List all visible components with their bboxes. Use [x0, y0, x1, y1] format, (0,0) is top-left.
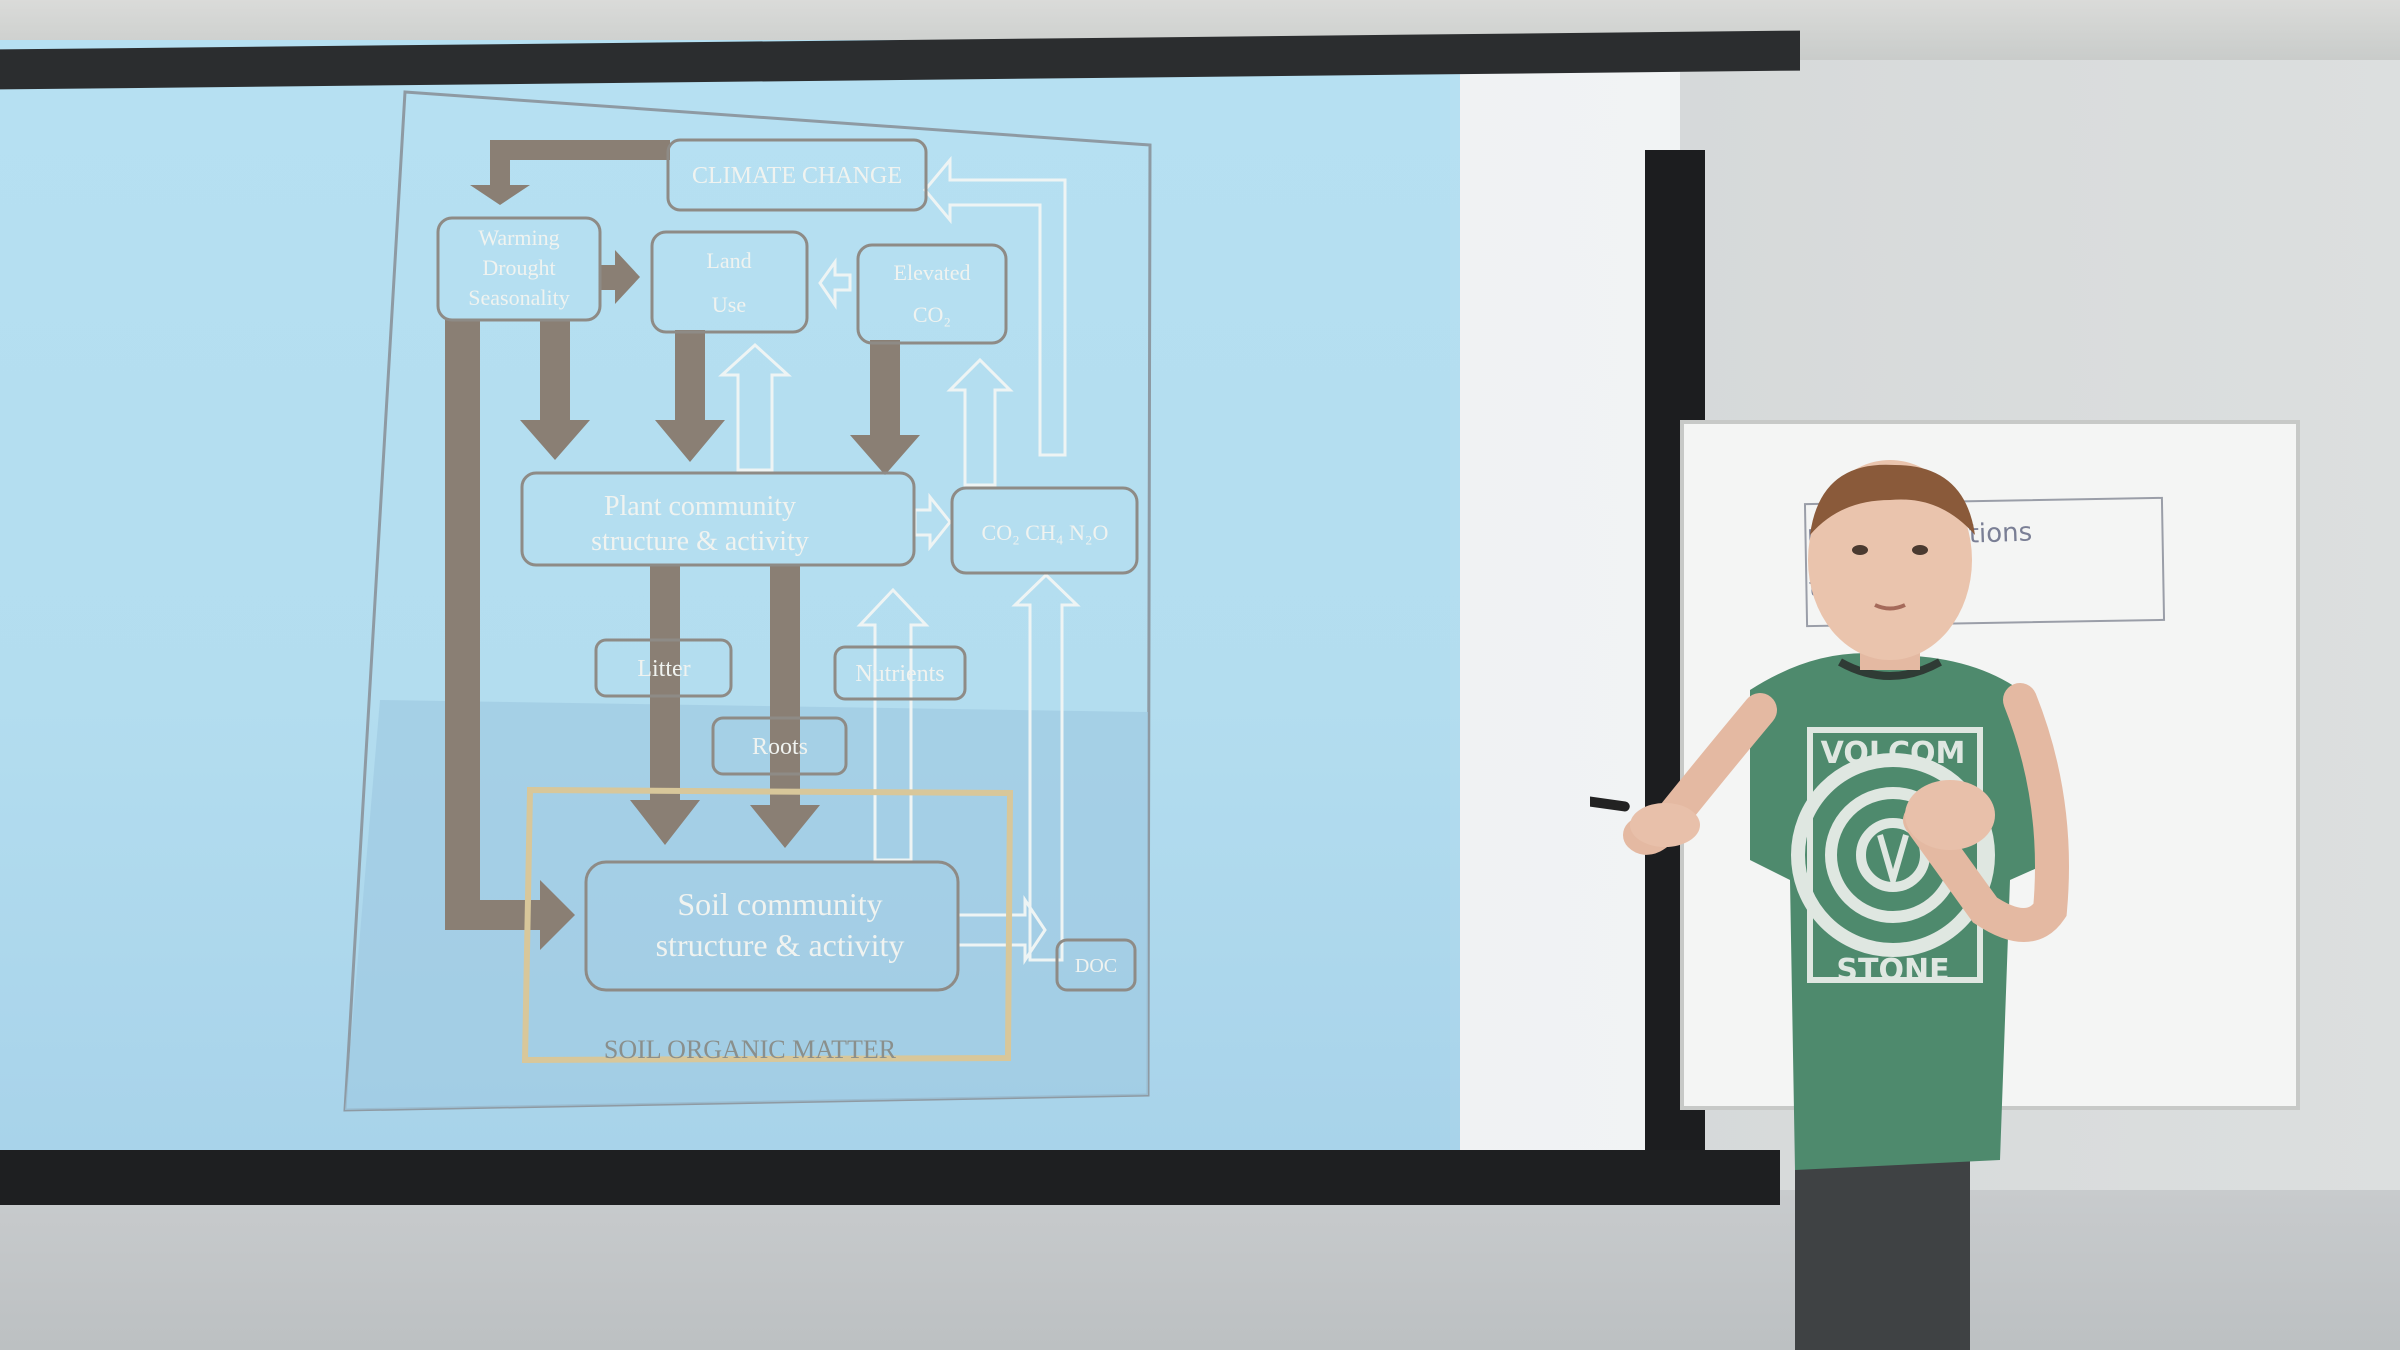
arrow-gas-to-climate — [923, 155, 1067, 457]
presenter-left-hand — [1630, 803, 1700, 847]
arrow-warming-to-landuse — [600, 250, 640, 304]
arrow-co2-to-plant — [850, 340, 920, 475]
label-drought: Drought — [482, 255, 555, 280]
label-doc: DOC — [1075, 955, 1117, 977]
box-roots — [711, 716, 848, 776]
box-soil-community — [584, 860, 960, 992]
label-co2: CO₂ — [913, 302, 951, 327]
soil-zone — [345, 700, 1148, 1110]
label-land: Land — [706, 248, 751, 273]
label-warming: Warming — [478, 225, 559, 250]
arrow-plant-to-gas — [913, 492, 952, 552]
arrow-warming-to-plant — [520, 320, 590, 460]
arrow-soil-to-doc — [956, 895, 1047, 965]
label-gases: CO₂ CH₄ N₂O — [982, 520, 1109, 545]
presenter-right-hand — [1905, 780, 1995, 850]
label-soil-structure: structure & activity — [656, 927, 905, 963]
label-plant-community: Plant community — [604, 491, 796, 522]
presentation-clicker-icon — [1590, 794, 1630, 812]
arrow-landuse-to-plant — [655, 330, 725, 462]
presenter-head — [1808, 460, 1972, 660]
lower-wall — [0, 1190, 2400, 1350]
label-climate-change: CLIMATE CHANGE — [692, 163, 902, 189]
box-warming — [436, 216, 602, 322]
arrow-soil-to-nutrients — [856, 587, 930, 862]
label-elevated: Elevated — [894, 260, 971, 285]
box-litter — [594, 638, 733, 698]
hollow-arrows — [718, 155, 1081, 965]
box-land-use — [650, 230, 809, 334]
label-structure-activity: structure & activity — [591, 526, 809, 557]
arrow-warming-to-soil — [445, 320, 575, 950]
label-soil-community: Soil community — [677, 886, 882, 922]
label-seasonality: Seasonality — [468, 285, 569, 310]
shirt-text-bottom: STONE — [1836, 953, 1949, 988]
presenter-right-arm — [1903, 683, 2069, 942]
arrow-plant-to-landuse — [718, 342, 792, 472]
shirt-text-top: VOLCOM — [1821, 736, 1966, 771]
presenter-hair — [1810, 464, 1975, 535]
box-plant-community — [520, 471, 916, 567]
box-nutrients — [833, 645, 967, 701]
presenter: VOLCOM STONE — [1590, 460, 2069, 1350]
shirt-graphic: VOLCOM STONE — [1791, 727, 1995, 988]
arrow-soil-to-gas — [1011, 572, 1081, 962]
arrow-roots-to-soil — [750, 565, 820, 848]
box-climate-change — [666, 138, 928, 212]
box-gases — [950, 486, 1139, 575]
arrow-gas-to-co2 — [946, 357, 1014, 487]
highlight-box — [521, 786, 1014, 1064]
arrow-litter-to-soil — [630, 565, 700, 845]
arrows — [445, 140, 920, 950]
box-doc — [1055, 938, 1137, 992]
soil-carbon-diagram: CLIMATE CHANGE Warming Drought Seasonali… — [343, 90, 1152, 1112]
arrow-co2-to-landuse — [818, 257, 852, 310]
label-litter: Litter — [637, 656, 690, 682]
arrow-climate-to-warming — [470, 140, 670, 205]
presenter-pants — [1795, 1140, 1970, 1350]
label-roots: Roots — [752, 734, 808, 760]
label-nutrients: Nutrients — [855, 661, 944, 687]
label-use: Use — [712, 292, 746, 317]
diagram-boxes — [436, 138, 1139, 992]
label-soil-organic-matter: SOIL ORGANIC MATTER — [604, 1035, 897, 1064]
box-elevated-co2 — [856, 243, 1008, 345]
screen-bottom-bar — [0, 1150, 1780, 1205]
